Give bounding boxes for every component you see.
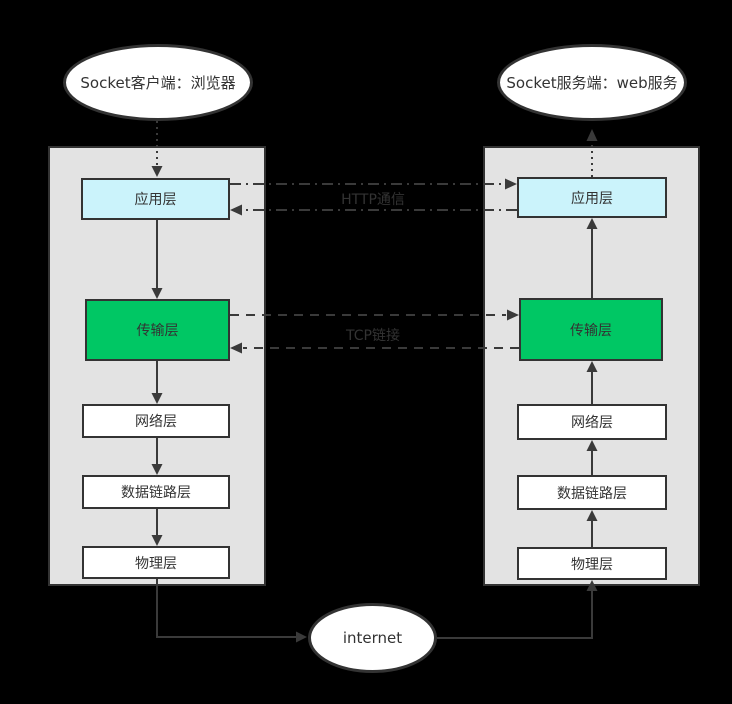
client-layer-physical: 物理层 <box>82 546 230 579</box>
arrow-client-network-to-datalink <box>151 438 163 475</box>
arrow-server-application-to-node <box>586 129 598 177</box>
client-node: Socket客户端：浏览器 <box>63 44 253 121</box>
server-layer-physical: 物理层 <box>517 547 667 580</box>
arrow-server-physical-to-datalink <box>586 510 598 547</box>
arrow-internet-to-server-physical <box>437 580 598 639</box>
server-node-label: Socket服务端：web服务 <box>506 74 678 92</box>
internet-node: internet <box>308 603 437 673</box>
client-node-label: Socket客户端：浏览器 <box>80 74 236 92</box>
arrow-server-datalink-to-network <box>586 440 598 475</box>
client-layer-network: 网络层 <box>82 404 230 438</box>
client-layer-application: 应用层 <box>81 178 230 220</box>
arrow-client-node-to-application <box>151 121 163 177</box>
server-layer-transport: 传输层 <box>519 298 663 361</box>
client-layer-transport: 传输层 <box>85 299 230 361</box>
arrow-http-server-to-client <box>230 204 517 216</box>
client-layer-datalink: 数据链路层 <box>82 475 230 509</box>
arrow-server-network-to-transport <box>586 361 598 404</box>
server-node: Socket服务端：web服务 <box>497 44 687 121</box>
arrow-http-client-to-server <box>230 178 517 190</box>
arrow-client-transport-to-network <box>151 361 163 404</box>
server-layer-datalink: 数据链路层 <box>517 475 667 510</box>
tcp-link-label: TCP链接 <box>346 328 400 344</box>
arrow-client-datalink-to-physical <box>151 509 163 546</box>
arrow-server-transport-to-application <box>586 218 598 298</box>
arrow-tcp-client-to-server <box>230 309 519 321</box>
internet-node-label: internet <box>342 629 403 647</box>
server-layer-application: 应用层 <box>517 177 667 218</box>
server-layer-network: 网络层 <box>517 404 667 440</box>
http-link-label: HTTP通信 <box>341 192 405 208</box>
arrow-client-physical-to-internet <box>156 579 307 643</box>
arrow-tcp-server-to-client <box>230 342 519 354</box>
arrow-client-application-to-transport <box>151 220 163 299</box>
